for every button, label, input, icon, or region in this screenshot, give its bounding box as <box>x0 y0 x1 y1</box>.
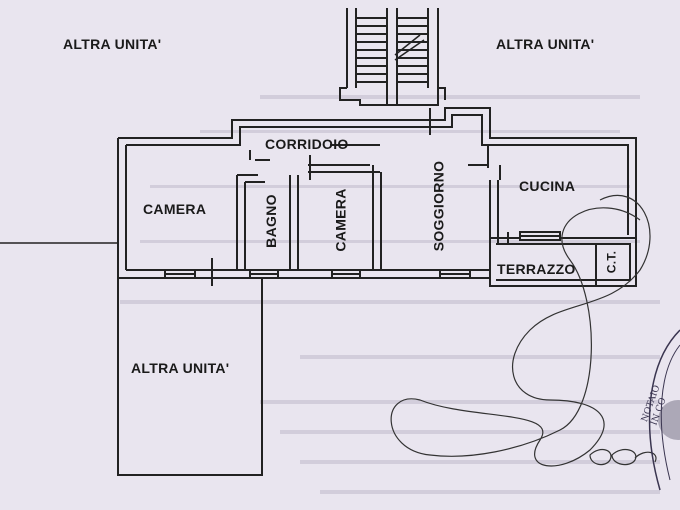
background-typed-text <box>120 95 660 494</box>
room-label-soggiorno: SOGGIORNO <box>430 160 447 252</box>
apartment-walls <box>117 107 637 287</box>
room-label-cucina: CUCINA <box>519 178 576 194</box>
altra-unita-top-right-label: ALTRA UNITA' <box>496 36 595 52</box>
room-label-camera-2: CAMERA <box>332 188 349 252</box>
signature-scribble <box>390 194 657 467</box>
stairwell <box>339 8 446 106</box>
altra-unita-lower-block <box>117 278 263 476</box>
room-label-terrazzo: TERRAZZO <box>497 261 576 277</box>
room-label-ct: C.T. <box>604 250 619 274</box>
notary-stamp <box>648 329 680 491</box>
room-label-bagno: BAGNO <box>262 194 279 248</box>
room-label-corridoio: CORRIDOIO <box>265 136 349 152</box>
room-label-camera-1: CAMERA <box>143 201 207 217</box>
altra-unita-bottom-label: ALTRA UNITA' <box>131 360 230 376</box>
altra-unita-top-left-label: ALTRA UNITA' <box>63 36 162 52</box>
